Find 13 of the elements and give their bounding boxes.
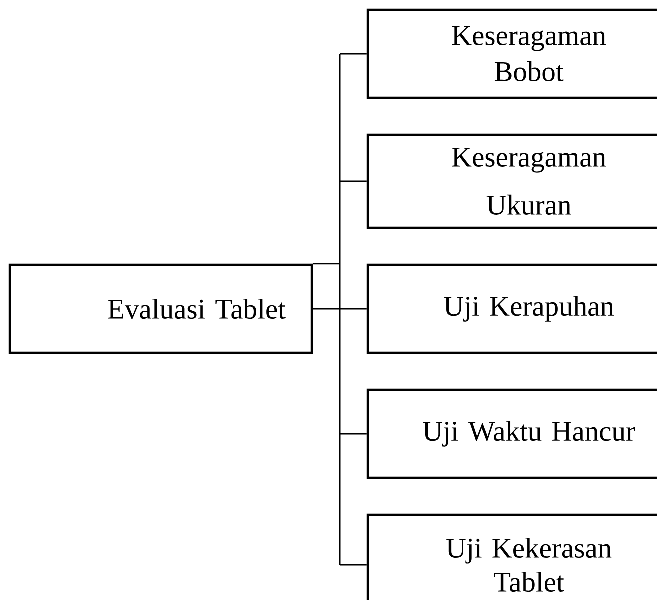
connector [340, 564, 367, 566]
box: Keseragaman Bobot [366, 8, 657, 100]
connector [340, 180, 367, 182]
connector [340, 53, 367, 55]
box: Uji Kerapuhan [366, 264, 657, 354]
connector [313, 308, 367, 310]
box: Uji Waktu Hancur [366, 388, 657, 480]
box: Evaluasi Tablet [8, 264, 314, 354]
connector [313, 263, 340, 265]
box: Keseragaman Ukuran [366, 134, 657, 230]
connector [340, 433, 367, 435]
box: Uji Kekerasan Tablet [366, 514, 657, 600]
connector [339, 54, 341, 565]
